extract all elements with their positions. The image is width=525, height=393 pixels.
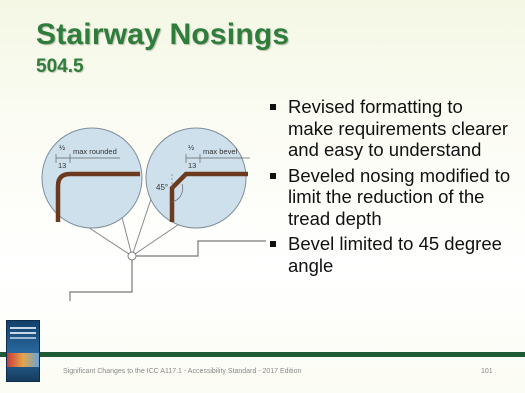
book-cover-thumbnail (6, 320, 40, 382)
nosing-point-marker (127, 251, 137, 261)
square-bullet-icon (270, 104, 276, 110)
slide-title: Stairway Nosings (36, 18, 290, 51)
bevel-dimension-mm: 13 (188, 161, 196, 170)
rounded-dimension-fraction: ½ (59, 143, 66, 152)
bullet-item: Revised formatting to make requirements … (268, 96, 513, 161)
rounded-max-label: max rounded (73, 147, 117, 156)
square-bullet-icon (270, 241, 276, 247)
bullet-item: Beveled nosing modified to limit the red… (268, 165, 513, 230)
nosing-diagram: ½ 13 max rounded ½ 13 max bevel 45° (41, 127, 266, 301)
slide-subtitle: 504.5 (36, 56, 84, 77)
rounded-dimension-mm: 13 (58, 161, 66, 170)
thumbnail-text-lines (10, 327, 36, 329)
square-bullet-icon (270, 172, 276, 179)
bevel-angle-label: 45° (156, 183, 168, 192)
page-number: 101 (481, 368, 493, 375)
footer-text: Significant Changes to the ICC A117.1 - … (63, 368, 302, 375)
beveled-nosing-detail: ½ 13 max bevel 45° (145, 127, 250, 229)
bevel-max-label: max bevel (203, 147, 238, 156)
rounded-nosing-detail: ½ 13 max rounded (41, 127, 143, 229)
stair-profile (69, 240, 266, 301)
footer-divider (0, 352, 525, 357)
bullet-item: Bevel limited to 45 degree angle (268, 233, 513, 276)
thumbnail-image-band (7, 353, 39, 367)
bullet-text: Beveled nosing modified to limit the red… (288, 164, 511, 229)
bevel-dimension-fraction: ½ (188, 143, 195, 152)
bullet-text: Bevel limited to 45 degree angle (288, 233, 502, 276)
bullet-text: Revised formatting to make requirements … (288, 96, 509, 160)
bullet-list: Revised formatting to make requirements … (268, 96, 513, 280)
